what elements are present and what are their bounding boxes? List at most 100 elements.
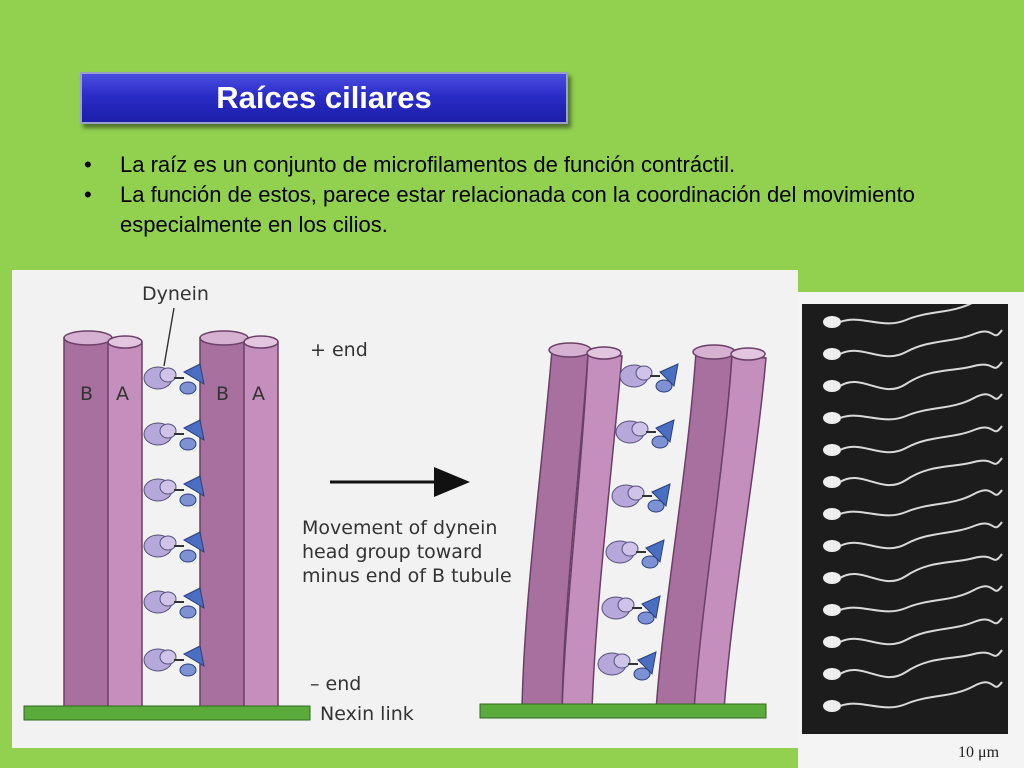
bullet-text: La función de estos, parece estar relaci… bbox=[120, 182, 915, 237]
dynein-tail bbox=[633, 667, 651, 681]
sperm-flagellum bbox=[839, 304, 973, 325]
dynein-molecule bbox=[619, 363, 679, 393]
sperm-flagellum bbox=[839, 425, 1003, 454]
dynein-body-lobe bbox=[159, 649, 177, 665]
tubule-top-left-2a bbox=[243, 335, 279, 349]
tubule-b-label: B bbox=[216, 383, 229, 405]
sperm-head bbox=[823, 572, 841, 584]
sperm-head bbox=[823, 476, 841, 488]
dynein-head bbox=[655, 419, 675, 444]
dynein-head bbox=[182, 531, 205, 554]
dynein-head bbox=[182, 475, 205, 498]
dynein-pointer-line bbox=[163, 307, 175, 367]
dynein-head bbox=[637, 651, 657, 676]
sperm-flagellum bbox=[839, 585, 1003, 613]
dynein-tail bbox=[651, 435, 669, 449]
movement-caption-line-2: head group toward bbox=[302, 541, 483, 563]
tubule-top-right-2 bbox=[692, 344, 736, 360]
dynein-body-lobe bbox=[159, 479, 177, 495]
tubule-a-label: A bbox=[116, 383, 129, 405]
dynein-arms-left bbox=[143, 363, 205, 677]
dynein-body-lobe bbox=[627, 485, 645, 501]
dynein-tail bbox=[179, 663, 197, 677]
dynein-molecule bbox=[143, 363, 205, 395]
dynein-molecule bbox=[615, 419, 675, 449]
dynein-molecule bbox=[597, 651, 657, 681]
tubule-top-left-1a bbox=[107, 335, 143, 349]
dynein-body-lobe bbox=[621, 541, 639, 557]
sperm-flagellum bbox=[839, 617, 1003, 646]
sperm-head bbox=[823, 412, 841, 424]
sperm-flagellum bbox=[839, 361, 1003, 391]
dynein-head bbox=[641, 595, 661, 620]
dynein-head bbox=[182, 419, 205, 442]
dynein-tail bbox=[179, 437, 197, 451]
sperm-flagellum bbox=[839, 393, 1003, 421]
dynein-head bbox=[651, 483, 671, 508]
movement-caption-line-3: minus end of B tubule bbox=[302, 565, 512, 587]
dynein-head bbox=[659, 363, 679, 388]
scale-bar-label: 10 μm bbox=[958, 744, 1000, 761]
sperm-head bbox=[823, 444, 841, 456]
dynein-molecule bbox=[601, 595, 661, 625]
dynein-body-lobe bbox=[617, 597, 635, 613]
nexin-link-bar-right bbox=[479, 703, 767, 719]
dynein-tail bbox=[637, 611, 655, 625]
sperm-head bbox=[823, 636, 841, 648]
dynein-body-lobe bbox=[631, 421, 649, 437]
sperm-head bbox=[823, 668, 841, 680]
dynein-head bbox=[182, 363, 205, 386]
sperm-head bbox=[823, 316, 841, 328]
dynein-molecule bbox=[143, 475, 205, 507]
nexin-link-label: Nexin link bbox=[320, 703, 414, 725]
dynein-molecule bbox=[143, 587, 205, 619]
dynein-body-lobe bbox=[159, 591, 177, 607]
dynein-molecule bbox=[143, 645, 205, 677]
dynein-molecule bbox=[143, 531, 205, 563]
dynein-tail bbox=[179, 493, 197, 507]
plus-end-label: + end bbox=[310, 339, 368, 361]
sperm-head bbox=[823, 380, 841, 392]
dynein-arms-right bbox=[597, 363, 679, 681]
right-doublets-bent bbox=[521, 342, 767, 711]
bullet-marker: • bbox=[84, 182, 92, 207]
tubule-top-right-1a bbox=[586, 346, 622, 360]
tubule-top-right-2a bbox=[730, 347, 766, 361]
sperm-head bbox=[823, 700, 841, 712]
sperm-head bbox=[823, 604, 841, 616]
tubule-top-right-1 bbox=[548, 342, 592, 358]
dynein-head bbox=[182, 587, 205, 610]
sperm-flagellum bbox=[839, 553, 1003, 583]
sperm-flagellum bbox=[839, 489, 1003, 517]
bullet-item: • La función de estos, parece estar rela… bbox=[80, 180, 960, 240]
dynein-diagram-svg: B A B A Dynein + end – end Nexin link Mo… bbox=[23, 283, 767, 725]
dynein-molecule bbox=[605, 539, 665, 569]
minus-end-label: – end bbox=[310, 673, 361, 695]
sperm-head bbox=[823, 348, 841, 360]
dynein-body-lobe bbox=[635, 365, 653, 381]
tubule-b-label: B bbox=[80, 383, 93, 405]
slide-title: Raíces ciliares bbox=[216, 80, 432, 115]
sperm-head bbox=[823, 508, 841, 520]
bullet-item: • La raíz es un conjunto de microfilamen… bbox=[80, 150, 960, 180]
dynein-molecule bbox=[611, 483, 671, 513]
dynein-diagram: B A B A Dynein + end – end Nexin link Mo… bbox=[12, 270, 798, 748]
dynein-body-lobe bbox=[613, 653, 631, 669]
dynein-tail bbox=[647, 499, 665, 513]
dynein-tail bbox=[641, 555, 659, 569]
dynein-body-lobe bbox=[159, 535, 177, 551]
tubule-a-label: A bbox=[252, 383, 265, 405]
sperm-flagellum bbox=[839, 681, 1003, 709]
dynein-body-lobe bbox=[159, 367, 177, 383]
bullet-list: • La raíz es un conjunto de microfilamen… bbox=[80, 150, 960, 240]
sperm-head bbox=[823, 540, 841, 552]
dynein-tail bbox=[179, 549, 197, 563]
movement-caption-line-1: Movement of dynein bbox=[302, 517, 497, 539]
bullet-marker: • bbox=[84, 152, 92, 177]
dynein-head bbox=[645, 539, 665, 564]
sperm-flagellum bbox=[839, 457, 1003, 487]
dynein-label: Dynein bbox=[142, 283, 209, 305]
dynein-head bbox=[182, 645, 205, 668]
sperm-flagellum bbox=[839, 521, 1003, 550]
movement-caption: Movement of dynein head group toward min… bbox=[302, 517, 512, 587]
